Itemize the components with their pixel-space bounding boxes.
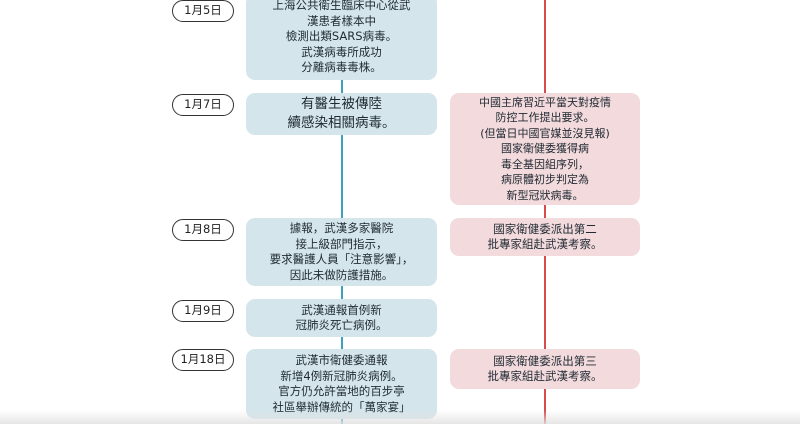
event-text-line: 防控工作提出要求。 [495, 111, 595, 125]
event-text-line: (但當日中國官媒並沒見報) [480, 126, 610, 140]
china-event-jan5: 上海公共衛生臨床中心從武 漢患者樣本中 檢測出類SARS病毒。 武漢病毒所成功 … [246, 0, 437, 80]
event-text-line: 國家衛健委獲得病 [501, 142, 589, 156]
event-text-line: 續感染相關病毒。 [287, 115, 396, 131]
event-text-line: 分離病毒毒株。 [301, 60, 382, 75]
event-text-line: 毒全基因組序列， [501, 157, 589, 171]
china-event-jan8: 據報，武漢多家醫院 接上級部門指示， 要求醫護人員「注意影響」， 因此未做防護措… [246, 218, 437, 286]
event-text-line: 檢測出類SARS病毒。 [285, 29, 398, 44]
event-text-line: 冠肺炎死亡病例。 [295, 318, 388, 332]
china-event-jan18: 武漢市衛健委通報 新增4例新冠肺炎病例。 官方仍允許當地的百步亭 社區舉辦傳統的… [246, 349, 437, 419]
event-text-line: 國家衛健委派出第二 [493, 221, 597, 236]
event-text-line: 國家衛健委派出第三 [493, 353, 597, 368]
date-label-jan18: 1月18日 [172, 349, 234, 371]
government-event-jan7: 中國主席習近平當天對疫情 防控工作提出要求。 (但當日中國官媒並沒見報) 國家衛… [450, 93, 640, 205]
event-text-line: 上海公共衛生臨床中心從武 [272, 0, 411, 13]
event-text-line: 官方仍允許當地的百步亭 [278, 384, 405, 398]
date-label-jan8: 1月8日 [172, 219, 234, 241]
event-text-line: 病原體初步判定為 [501, 173, 589, 187]
event-text-line: 有醫生被傳陸 [301, 96, 382, 112]
event-text-line: 要求醫護人員「注意影響」， [269, 252, 414, 266]
event-text-line: 漢患者樣本中 [307, 13, 376, 28]
event-text-line: 武漢通報首例新 [301, 302, 382, 317]
government-event-jan8: 國家衛健委派出第二 批專家組赴武漢考察。 [450, 218, 640, 256]
china-event-jan7: 有醫生被傳陸 續感染相關病毒。 [246, 93, 437, 135]
date-label-jan5: 1月5日 [172, 0, 234, 22]
government-event-jan18: 國家衛健委派出第三 批專家組赴武漢考察。 [450, 349, 640, 389]
government-timeline-line [544, 0, 546, 424]
event-text-line: 接上級部門指示， [295, 236, 388, 251]
date-label-jan9: 1月9日 [172, 300, 234, 322]
bottom-fade [0, 410, 800, 424]
event-text-line: 據報，武漢多家醫院 [289, 221, 394, 235]
event-text-line: 因此未做防護措施。 [289, 267, 394, 282]
china-event-jan9: 武漢通報首例新 冠肺炎死亡病例。 [246, 299, 437, 337]
event-text-line: 武漢市衛健委通報 [295, 353, 388, 367]
date-label-jan7: 1月7日 [172, 94, 234, 116]
event-text-line: 批專家組赴武漢考察。 [487, 237, 603, 251]
event-text-line: 武漢病毒所成功 [301, 44, 382, 59]
event-text-line: 批專家組赴武漢考察。 [487, 369, 603, 383]
event-text-line: 中國主席習近平當天對疫情 [479, 95, 611, 109]
china-timeline-line [341, 0, 343, 424]
event-text-line: 新增4例新冠肺炎病例。 [280, 368, 403, 383]
event-text-line: 新型冠狀病毒。 [506, 188, 584, 202]
